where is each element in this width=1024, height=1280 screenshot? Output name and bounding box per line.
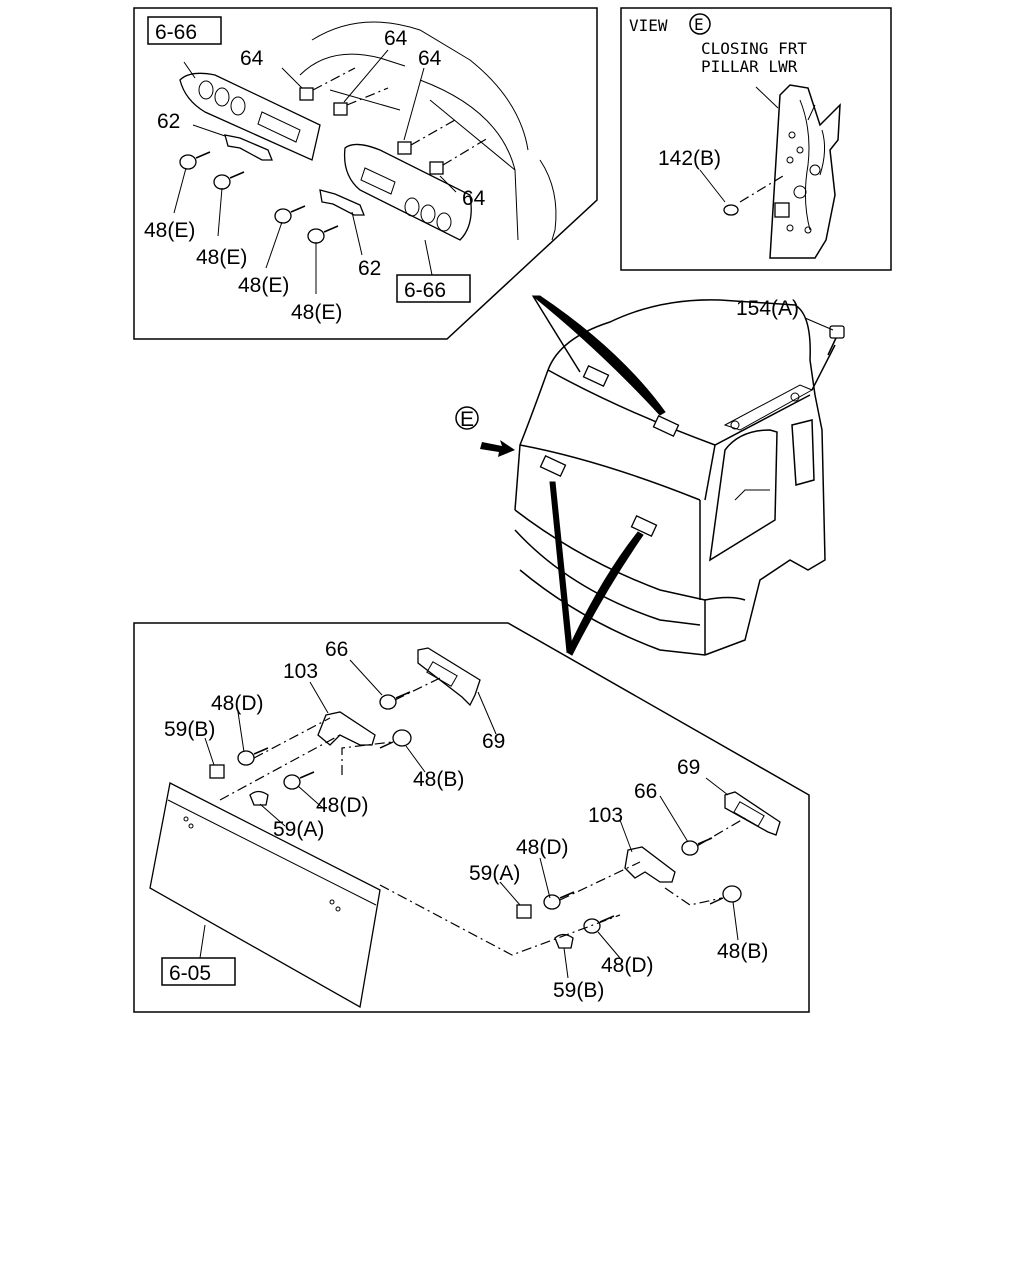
top-detail-box: 6-66 6-66 64 64 64 64 62 62 48(E) 48(E) … [133, 7, 598, 340]
screw [274, 205, 306, 224]
bolt-48b [709, 885, 742, 905]
bolt-48d [583, 915, 615, 934]
clip-59b [554, 933, 574, 949]
grommet [723, 204, 739, 216]
bolt-48d [543, 891, 575, 910]
pillar-sketch [769, 84, 841, 259]
part-label-48b: 48(B) [717, 940, 768, 963]
marker-lamp-right [343, 143, 472, 241]
bolt-66-lower [681, 837, 713, 856]
callout-wedge-bottom [549, 481, 573, 653]
bracket-right [319, 189, 365, 216]
bolt-154a [827, 325, 845, 356]
front-panel [149, 782, 381, 1009]
clip-59b [209, 764, 225, 779]
screw [179, 151, 211, 170]
clip-nut [299, 87, 314, 101]
clip-nut [429, 161, 444, 175]
marker-lamp-left [179, 72, 321, 161]
view-e-marker-letter: E [460, 408, 474, 431]
ref-label-6-66-top: 6-66 [155, 21, 197, 44]
part-label-59a: 59(A) [273, 818, 324, 841]
part-label-66: 66 [634, 780, 657, 803]
part-label-48d: 48(D) [516, 836, 569, 859]
clip-nut [397, 141, 412, 155]
part-label-64: 64 [418, 47, 442, 70]
callout-wedge-top [531, 295, 666, 416]
part-label-62: 62 [358, 257, 381, 280]
bracket-left [224, 134, 273, 161]
ref-box-6-66-bottom [396, 274, 471, 303]
view-caption-line-1: CLOSING FRT [701, 39, 807, 58]
ref-box-6-66-top [147, 16, 222, 45]
part-label-154a: 154(A) [736, 297, 799, 320]
view-title: VIEW [629, 16, 668, 35]
part-label-59b: 59(B) [164, 718, 215, 741]
ref-label-6-05: 6-05 [169, 962, 211, 985]
part-label-62: 62 [157, 110, 180, 133]
part-label-48e: 48(E) [196, 246, 247, 269]
bolt-48b [379, 729, 412, 749]
part-label-142b: 142(B) [658, 147, 721, 170]
part-label-48e: 48(E) [144, 219, 195, 242]
view-e-marker-circle [455, 406, 479, 430]
cab-marker-lamp [539, 455, 567, 477]
bolt-48d [283, 771, 315, 790]
screw [213, 171, 245, 190]
part-label-64: 64 [384, 27, 408, 50]
clip-59a [516, 904, 532, 919]
part-label-64: 64 [462, 187, 486, 210]
bolt-66-upper [379, 691, 411, 710]
ref-box-6-05 [161, 957, 236, 986]
part-label-48d: 48(D) [316, 794, 369, 817]
callout-wedge-top [532, 295, 581, 373]
cab-marker-lamp [582, 365, 610, 387]
bottom-detail-box: 6-05 [133, 622, 810, 1013]
part-label-48e: 48(E) [291, 301, 342, 324]
part-label-69: 69 [482, 730, 505, 753]
view-marker-letter: E [694, 15, 704, 34]
bolt-48d [237, 747, 269, 766]
hinge-bracket-lower [624, 791, 781, 883]
view-caption-line-2: PILLAR LWR [701, 57, 798, 76]
part-label-64: 64 [240, 47, 264, 70]
part-label-48d: 48(D) [601, 954, 654, 977]
clip-59a [249, 790, 269, 806]
part-label-48b: 48(B) [413, 768, 464, 791]
part-label-69: 69 [677, 756, 700, 779]
cab-marker-lamp [652, 415, 680, 437]
hinge-bracket-upper [317, 647, 481, 746]
part-label-48e: 48(E) [238, 274, 289, 297]
part-label-48d: 48(D) [211, 692, 264, 715]
part-label-59a: 59(A) [469, 862, 520, 885]
part-label-59b: 59(B) [553, 979, 604, 1002]
part-label-103: 103 [283, 660, 318, 683]
view-e-arrow [480, 440, 515, 457]
view-marker-circle [689, 13, 711, 35]
part-label-66: 66 [325, 638, 348, 661]
cab-marker-lamp [630, 515, 658, 537]
ref-label-6-66-bottom: 6-66 [404, 279, 446, 302]
cab-corner-sketch [299, 21, 557, 241]
clip-nut [333, 102, 348, 116]
cab-overview: E 154(A) [455, 295, 845, 656]
screw [307, 225, 339, 244]
part-label-103: 103 [588, 804, 623, 827]
view-e-box: VIEW E CLOSING FRT PILLAR LWR 142(B) [620, 7, 892, 271]
callout-wedge-bottom [566, 531, 644, 656]
